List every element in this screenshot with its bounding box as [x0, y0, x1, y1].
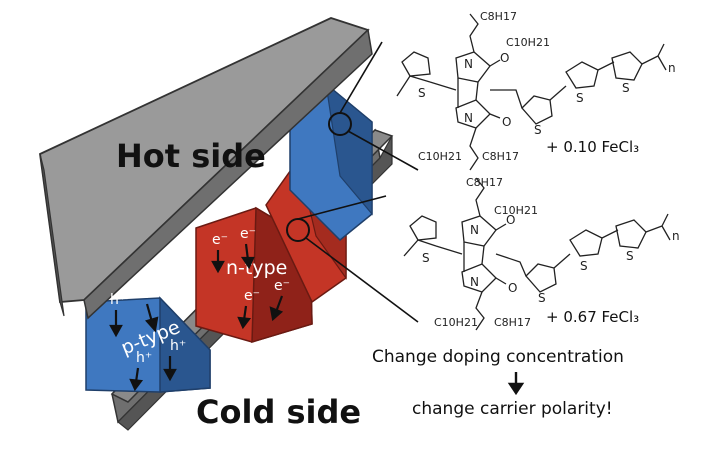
alkyl-chain-label: C8H17 [466, 176, 503, 189]
sulfur-atom: S [580, 259, 588, 273]
alkyl-chain-label: C10H21 [418, 150, 462, 163]
hot-side-label: Hot side [116, 137, 266, 175]
sulfur-atom: S [534, 123, 542, 137]
alkyl-chain-label: C8H17 [494, 316, 531, 329]
hole-arrows [109, 303, 177, 392]
alkyl-chain-label: C10H21 [494, 204, 538, 217]
sulfur-atom: S [422, 251, 430, 265]
oxygen-atom: O [500, 51, 509, 65]
sulfur-atom: S [418, 86, 426, 100]
sulfur-atom: S [538, 291, 546, 305]
alkyl-chain-label: C10H21 [434, 316, 478, 329]
alkyl-chain-label: C8H17 [482, 150, 519, 163]
sulfur-atom: S [626, 249, 634, 263]
cold-side-label: Cold side [196, 393, 361, 431]
caption-line-2: change carrier polarity! [412, 399, 613, 419]
sulfur-atom: S [622, 81, 630, 95]
hole-carrier-label: h⁺ [136, 350, 152, 366]
upper-dopant-label: + 0.10 FeCl₃ [546, 138, 639, 156]
upper-polymer-structure [396, 13, 667, 171]
oxygen-atom: O [502, 115, 511, 129]
n-type-label: n-type [226, 257, 287, 279]
caption-line-1: Change doping concentration [372, 347, 624, 367]
nitrogen-atom: N [470, 275, 479, 289]
electron-carrier-label: e⁻ [274, 278, 290, 294]
nitrogen-atom: N [470, 223, 479, 237]
sulfur-atom: S [576, 91, 584, 105]
repeat-unit-n: n [668, 61, 676, 75]
nitrogen-atom: N [464, 57, 473, 71]
hot-plate [39, 17, 373, 320]
alkyl-chain-label: C10H21 [506, 36, 550, 49]
upper-polymer-atoms: S N O N O S S S n C8H17 C10H21 C10H21 C8… [418, 10, 676, 163]
down-arrow-icon [507, 372, 525, 396]
hole-carrier-label: h⁺ [140, 286, 156, 302]
repeat-unit-n: n [672, 229, 680, 243]
hole-carrier-label: h⁺ [170, 338, 186, 354]
zoom-callouts [286, 41, 419, 323]
electron-carrier-label: e⁻ [240, 226, 256, 242]
oxygen-atom: O [508, 281, 517, 295]
oxygen-atom: O [506, 213, 515, 227]
electron-carriers: e⁻ e⁻ e⁻ e⁻ [212, 226, 290, 304]
lower-polymer-atoms: S N O N O S S S n C8H17 C10H21 C10H21 C8… [422, 176, 680, 329]
electron-carrier-label: e⁻ [244, 288, 260, 304]
hole-carriers: h⁺ h⁺ h⁺ h⁺ [110, 286, 186, 366]
nitrogen-atom: N [464, 111, 473, 125]
electron-arrows [211, 243, 284, 330]
lower-polymer-structure [403, 177, 671, 331]
lower-dopant-label: + 0.67 FeCl₃ [546, 308, 639, 326]
hole-carrier-label: h⁺ [110, 292, 126, 308]
alkyl-chain-label: C8H17 [480, 10, 517, 23]
electron-carrier-label: e⁻ [212, 232, 228, 248]
